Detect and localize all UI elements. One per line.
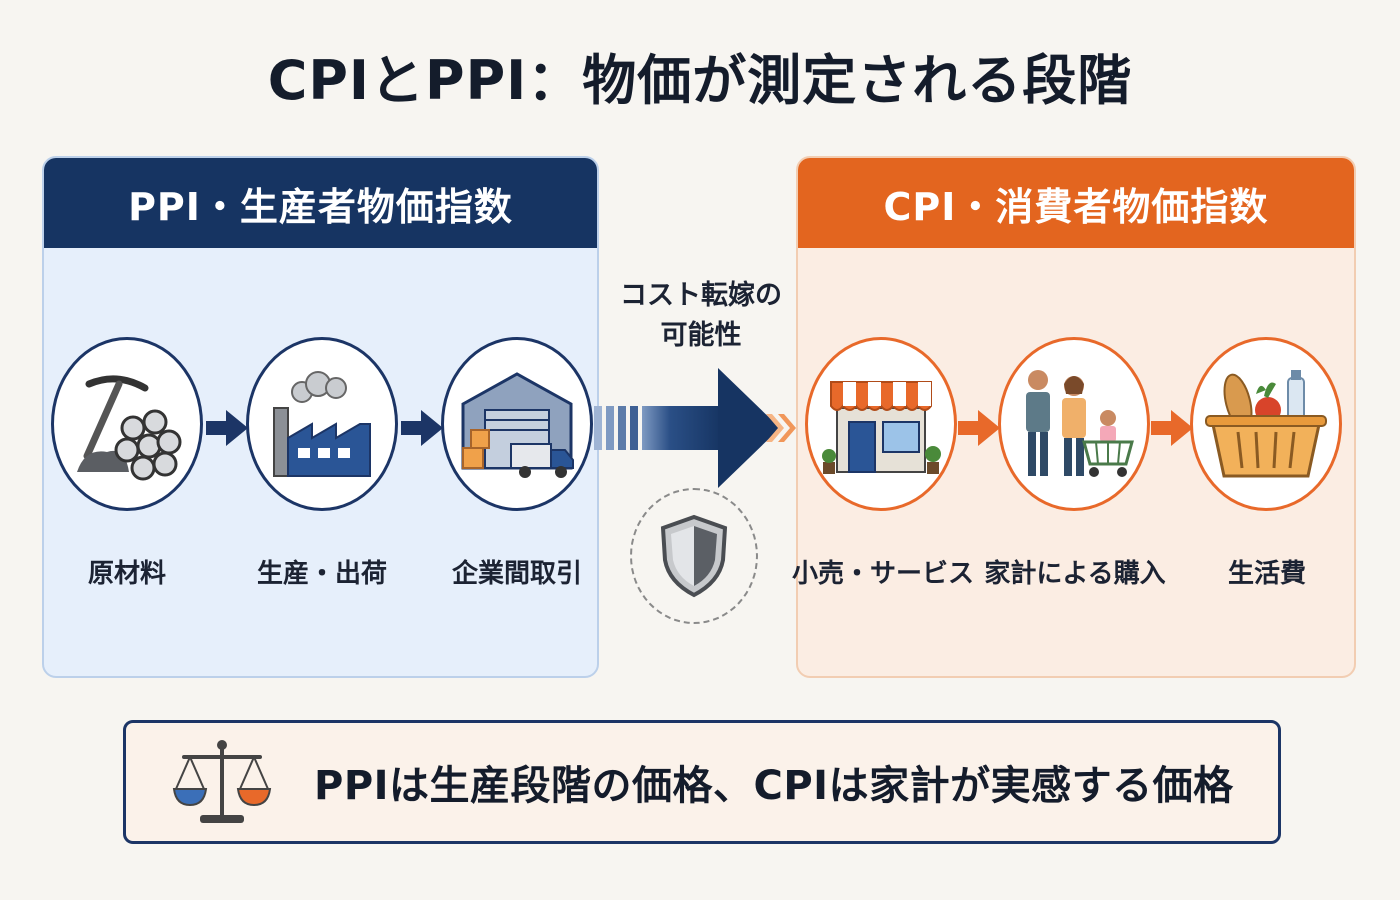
balance-scale-icon: [172, 740, 272, 823]
cost-transfer-line1: コスト転嫁の: [620, 280, 782, 311]
b2b-circle: [441, 337, 593, 511]
stage-label-production: 生産・出荷: [256, 559, 387, 589]
raw-materials-circle: [51, 337, 203, 511]
cost-transfer-line2: 可能性: [660, 320, 742, 351]
page-title: CPIとPPI：物価が測定される段階: [267, 49, 1133, 112]
grocery-basket-icon: [1205, 370, 1327, 478]
stage-label-b2b: 企業間取引: [451, 559, 582, 589]
cpi-arrow-1: [958, 410, 1000, 446]
summary-box: PPIは生産段階の価格、CPIは家計が実感する価格: [123, 720, 1281, 844]
ppi-arrow-2: [401, 410, 443, 446]
ppi-heading: PPI・生産者物価指数: [44, 158, 597, 248]
cost-transfer-label: コスト転嫁の 可能性: [606, 276, 796, 356]
stage-label-retail: 小売・サービス: [791, 559, 974, 589]
shield-icon: [660, 514, 728, 598]
production-circle: [246, 337, 398, 511]
shop-icon: [822, 381, 941, 474]
stage-label-living-cost: 生活費: [1227, 559, 1306, 589]
household-circle: [998, 337, 1150, 511]
stage-label-household: 家計による購入: [984, 559, 1166, 589]
cpi-heading: CPI・消費者物価指数: [798, 158, 1354, 248]
family-shopping-cart-icon: [1026, 370, 1134, 477]
stage-label-raw-materials: 原材料: [87, 559, 166, 589]
ppi-arrow-1: [206, 410, 248, 446]
summary-text: PPIは生産段階の価格、CPIは家計が実感する価格: [314, 763, 1234, 809]
living-cost-circle: [1190, 337, 1342, 511]
cost-transfer-arrow: [594, 368, 796, 488]
warehouse-truck-icon: [461, 372, 574, 478]
cpi-arrow-2: [1151, 410, 1193, 446]
retail-circle: [805, 337, 957, 511]
pickaxe-raw-materials-icon: [77, 375, 182, 481]
shield-badge: [630, 488, 758, 624]
factory-icon: [273, 371, 371, 477]
